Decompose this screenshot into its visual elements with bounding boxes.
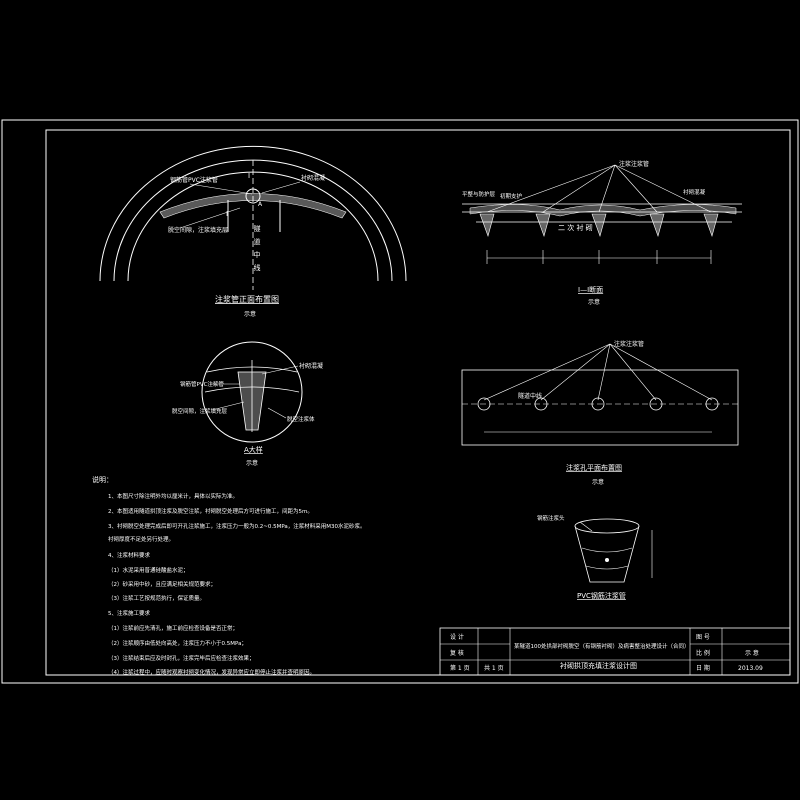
plan-scale: 示意 (592, 478, 604, 486)
tb-drawing-title: 衬砌拱顶充填注浆设计图 (560, 661, 637, 670)
note-line: （2）注浆顺序由低处向高处，注浆压力不小于0.5MPa； (108, 639, 247, 647)
detail-label-void: 脱空间隙，注浆填充层 (172, 407, 228, 415)
plan-grout-hole (591, 397, 605, 411)
grout-pocket (649, 213, 665, 237)
title-block: 设 计 复 核 第 1 页 共 1 页 某隧道100处拱部衬砌脱空（有钢筋衬砌）… (439, 627, 791, 676)
elevation-view: I I A 隧道中线 钢筋管PVC注浆管 衬砌混凝 脱空间隙，注浆填充层 注浆管… (99, 145, 407, 318)
note-line: （4）注浆过程中，应随时观察衬砌变化情况，发现异常应立即停止注浆并查明原因。 (108, 668, 315, 676)
detail-a-label: A (258, 201, 263, 208)
section-leaders (486, 164, 712, 213)
section-title: I—I断面 (578, 285, 603, 294)
inner-frame (45, 129, 791, 676)
detail-circle (201, 341, 303, 443)
notes-heading: 说明： (92, 475, 113, 484)
notes-block: 说明： 1、本图尺寸除注明外均以厘米计，具体以实际为准。 2、本图适用隧道拱顶注… (92, 475, 366, 676)
pipe-body (574, 525, 640, 583)
note-line: 4、注浆材料要求 (108, 551, 150, 559)
note-line: （1）水泥采用普通硅酸盐水泥； (108, 566, 189, 574)
note-line: （3）注浆工艺按规范执行，保证质量。 (108, 594, 205, 602)
elevation-title: 注浆管正面布置图 (215, 294, 279, 304)
plan-view: 注浆注浆管 隧道中线 注浆孔平面布置图 示意 (461, 340, 739, 486)
outer-arch (99, 145, 407, 282)
detail-scale: 示意 (246, 459, 258, 467)
tb-project-name: 某隧道100处拱部衬砌脱空（有钢筋衬砌）及病害整治处理设计（合同） (514, 642, 690, 650)
tb-label-date: 日 期 (696, 664, 710, 672)
grout-pocket (535, 213, 551, 237)
section-label-left2: 初期支护 (500, 192, 523, 200)
plan-grout-hole (477, 397, 491, 411)
centerline-label: 隧道中线 (253, 224, 261, 277)
pipe-ring (585, 565, 629, 570)
tb-label-design: 设 计 (450, 633, 464, 641)
pipe-view: 钢筋注浆头 PVC钢筋注浆管 (537, 514, 653, 600)
detail-leader-lining (261, 365, 299, 375)
grout-pocket (479, 213, 495, 237)
leader-pvc (189, 183, 253, 195)
detail-a-marker (245, 188, 261, 204)
note-line: 2、本图适用隧道拱顶注浆及脱空注浆，衬砌脱空处理后方可进行施工，间距为5m。 (108, 507, 313, 515)
note-line: 3、衬砌脱空处理完成后即可开孔注浆施工，注浆压力一般为0.2~0.5MPa，注浆… (108, 522, 366, 530)
section-mark-left: I (226, 210, 228, 218)
plan-label-pipes: 注浆注浆管 (614, 340, 644, 348)
tb-scale-value: 示 意 (745, 649, 759, 657)
section-label-pipes: 注浆注浆管 (619, 160, 649, 168)
section-grout-pockets (479, 213, 719, 237)
section-label-left1: 平整与防护层 (462, 190, 496, 198)
tb-total: 共 1 页 (484, 664, 504, 672)
detail-label-pvc: 钢筋管PVC注浆管 (180, 380, 224, 388)
note-line: （1）注浆前应先清孔，施工前应检查设备是否正常； (108, 624, 238, 632)
plan-grout-hole (534, 397, 548, 411)
pipe-ring (581, 547, 633, 553)
grout-pocket (591, 213, 607, 237)
pipe-leader (579, 521, 593, 532)
pipe-hole (605, 558, 609, 562)
note-line: 衬砌厚度不足处另行处理。 (108, 535, 174, 543)
section-scale: 示意 (588, 298, 600, 306)
detail-label-lining: 衬砌混凝 (299, 362, 323, 370)
grout-pocket (703, 213, 719, 237)
detail-title: A大样 (244, 445, 263, 454)
note-line: 5、注浆施工要求 (108, 609, 150, 617)
note-line: （2）砂采用中砂，且应满足相关规范要求； (108, 580, 216, 588)
label-pvc-pipe: 钢筋管PVC注浆管 (170, 176, 218, 184)
tb-label-drawing-no: 图 号 (696, 634, 710, 641)
leader-void (179, 207, 241, 229)
detail-leader-gap (267, 407, 287, 419)
section-label-mid: 二 次 衬 砌 (558, 223, 593, 232)
grout-fill-band (159, 193, 347, 219)
plan-title: 注浆孔平面布置图 (566, 463, 622, 472)
elevation-scale: 示意 (244, 310, 256, 318)
note-line: 1、本图尺寸除注明外均以厘米计，具体以实际为准。 (108, 492, 238, 500)
pipe-title: PVC钢筋注浆管 (577, 591, 626, 600)
pipe-cap (574, 518, 640, 534)
plan-outline (461, 369, 739, 446)
tb-label-review: 复 核 (450, 649, 464, 657)
plan-grout-hole (705, 397, 719, 411)
section-mark-top: I (248, 172, 250, 180)
title-block-frame (439, 627, 791, 676)
outer-frame (1, 119, 799, 684)
section-grout-layer (469, 204, 737, 217)
label-lining: 衬砌混凝 (301, 174, 325, 182)
tb-sheet: 第 1 页 (450, 664, 470, 672)
section-label-right: 衬砌混凝 (683, 188, 706, 196)
label-void-fill: 脱空间隙，注浆填充层 (168, 226, 228, 234)
plan-grout-hole (649, 397, 663, 411)
tb-date-value: 2013.09 (738, 665, 763, 672)
note-line: （3）注浆结束后应及时封孔，注浆完毕后应检查注浆效果； (108, 654, 255, 662)
detail-leader-void (211, 401, 245, 411)
section-view: 注浆注浆管 平整与防护层 初期支护 衬砌混凝 二 次 衬 砌 I—I断面 示意 (462, 160, 742, 306)
detail-a-view: 衬砌混凝 钢筋管PVC注浆管 脱空间隙，注浆填充层 脱空注浆体 A大样 示意 (172, 341, 323, 467)
plan-label-center: 隧道中线 (518, 392, 542, 400)
tb-label-scale: 比 例 (696, 649, 710, 657)
detail-label-gap: 脱空注浆体 (287, 415, 315, 423)
pipe-label-cap: 钢筋注浆头 (537, 514, 565, 522)
plan-leaders (483, 343, 713, 401)
leader-lining (261, 181, 301, 194)
